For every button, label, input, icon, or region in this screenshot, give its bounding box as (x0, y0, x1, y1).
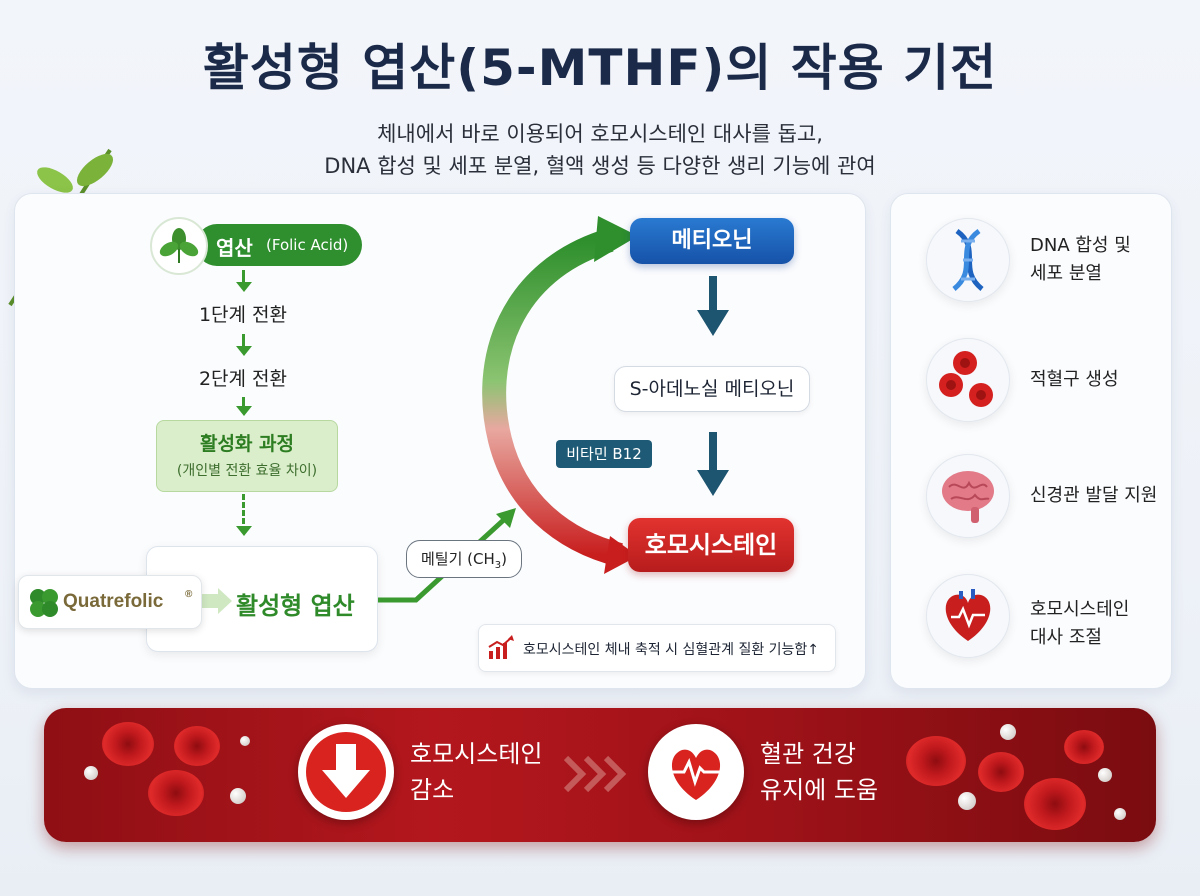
down-arrow-icon (236, 346, 252, 356)
step-1-label: 1단계 전환 (198, 304, 288, 326)
benefit-line: DNA 합성 및 (1030, 235, 1131, 256)
rbc-decoration (148, 770, 204, 816)
pearl-decoration (1000, 724, 1016, 740)
benefit-heart-label: 호모시스테인 대사 조절 (1030, 596, 1129, 652)
heart-icon-circle (648, 724, 744, 820)
rbc-decoration (174, 726, 220, 766)
benefit-rbc-circle (926, 338, 1010, 422)
down-arrow-icon (322, 744, 370, 798)
banner-left-line-2: 감소 (410, 776, 455, 804)
benefit-line: 세포 분열 (1030, 263, 1102, 284)
pearl-decoration (1098, 768, 1112, 782)
benefit-rbc-label: 적혈구 생성 (1030, 369, 1119, 390)
leaf-icon-badge (150, 217, 208, 275)
quatrefolic-logo: Quatrefolic ® (18, 575, 202, 629)
decrease-icon-circle (298, 724, 394, 820)
down-arrow-icon (697, 310, 729, 336)
banner-right-line-1: 혈관 건강 (760, 740, 856, 768)
pearl-decoration (958, 792, 976, 810)
summary-banner: 호모시스테인 감소 혈관 건강 유지에 도움 (44, 708, 1156, 842)
risk-note-text: 호모시스테인 체내 축적 시 심혈관계 질환 기능함↑ (523, 642, 820, 658)
benefit-heart-circle (926, 574, 1010, 658)
arrow-shaft (242, 334, 245, 346)
quatrefolic-wordmark: Quatrefolic (63, 591, 164, 612)
dashed-arrow-shaft (242, 494, 245, 524)
down-arrow-icon (236, 526, 252, 536)
benefit-dna-circle (926, 218, 1010, 302)
arrow-shaft (709, 432, 717, 472)
step-2-label: 2단계 전환 (198, 368, 288, 390)
banner-left-text: 호모시스테인 감소 (410, 736, 542, 808)
down-arrow-icon (236, 282, 252, 292)
benefit-brain-circle (926, 454, 1010, 538)
rbc-decoration (906, 736, 966, 786)
activation-subtitle: (개인별 전환 효율 차이) (176, 463, 318, 479)
brain-icon (942, 471, 994, 523)
chevrons-right-icon (563, 755, 627, 793)
subtitle-line-2: DNA 합성 및 세포 분열, 혈액 생성 등 다양한 생리 기능에 관여 (324, 154, 876, 178)
pearl-decoration (230, 788, 246, 804)
folic-acid-label: 엽산 (216, 236, 253, 260)
leaf-icon (159, 228, 199, 263)
benefit-brain-label: 신경관 발달 지원 (1030, 485, 1158, 506)
pearl-decoration (1114, 808, 1126, 820)
banner-right-line-2: 유지에 도움 (760, 776, 879, 804)
rbc-decoration (978, 752, 1024, 792)
arrow-shaft (709, 276, 717, 312)
page-title: 활성형 엽산(5-MTHF)의 작용 기전 (202, 39, 998, 97)
chevron-right-icon (202, 588, 232, 614)
benefit-line: 호모시스테인 (1030, 599, 1130, 620)
dna-icon (952, 228, 984, 291)
sam-box: S-아데노실 메티오닌 (614, 366, 810, 412)
benefit-line: 대사 조절 (1030, 627, 1102, 648)
activation-title: 활성화 과정 (199, 433, 294, 455)
rbc-decoration (1064, 730, 1104, 764)
pearl-decoration (240, 736, 250, 746)
active-folate-label: 활성형 엽산 (236, 592, 355, 620)
heart-icon (945, 589, 991, 641)
heart-pulse-icon (671, 749, 721, 800)
clover-icon (30, 589, 58, 617)
methyl-group-box: 메틸기 (CH3) (406, 540, 522, 578)
arrow-shaft (242, 397, 245, 407)
registered-mark: ® (185, 589, 193, 600)
methionine-pill: 메티오닌 (630, 218, 794, 264)
methyl-label: 메틸기 (CH (420, 550, 495, 568)
methyl-subscript: 3 (494, 560, 502, 571)
down-arrow-icon (697, 470, 729, 496)
folic-acid-pill: 엽산 (Folic Acid) (196, 224, 362, 266)
subtitle-line-1: 체내에서 바로 이용되어 호모시스테인 대사를 돕고, (377, 122, 823, 146)
rising-chart-icon (488, 635, 514, 659)
folic-acid-en: (Folic Acid) (266, 236, 349, 254)
risk-note: 호모시스테인 체내 축적 시 심혈관계 질환 기능함↑ (478, 624, 836, 672)
rbc-decoration (102, 722, 154, 766)
activation-box: 활성화 과정 (개인별 전환 효율 차이) (156, 420, 338, 492)
banner-left-line-1: 호모시스테인 (410, 740, 543, 768)
cycle-arc (482, 216, 638, 574)
pearl-decoration (84, 766, 98, 780)
homocysteine-pill: 호모시스테인 (628, 518, 794, 572)
down-arrow-icon (236, 406, 252, 416)
red-blood-cells-icon (939, 351, 993, 407)
vitamin-b12-badge: 비타민 B12 (556, 440, 652, 468)
benefit-dna-label: DNA 합성 및 세포 분열 (1030, 232, 1131, 288)
rbc-decoration (1024, 778, 1086, 830)
arrow-shaft (242, 270, 245, 282)
methyl-close: ) (501, 550, 507, 568)
banner-right-text: 혈관 건강 유지에 도움 (760, 736, 878, 808)
